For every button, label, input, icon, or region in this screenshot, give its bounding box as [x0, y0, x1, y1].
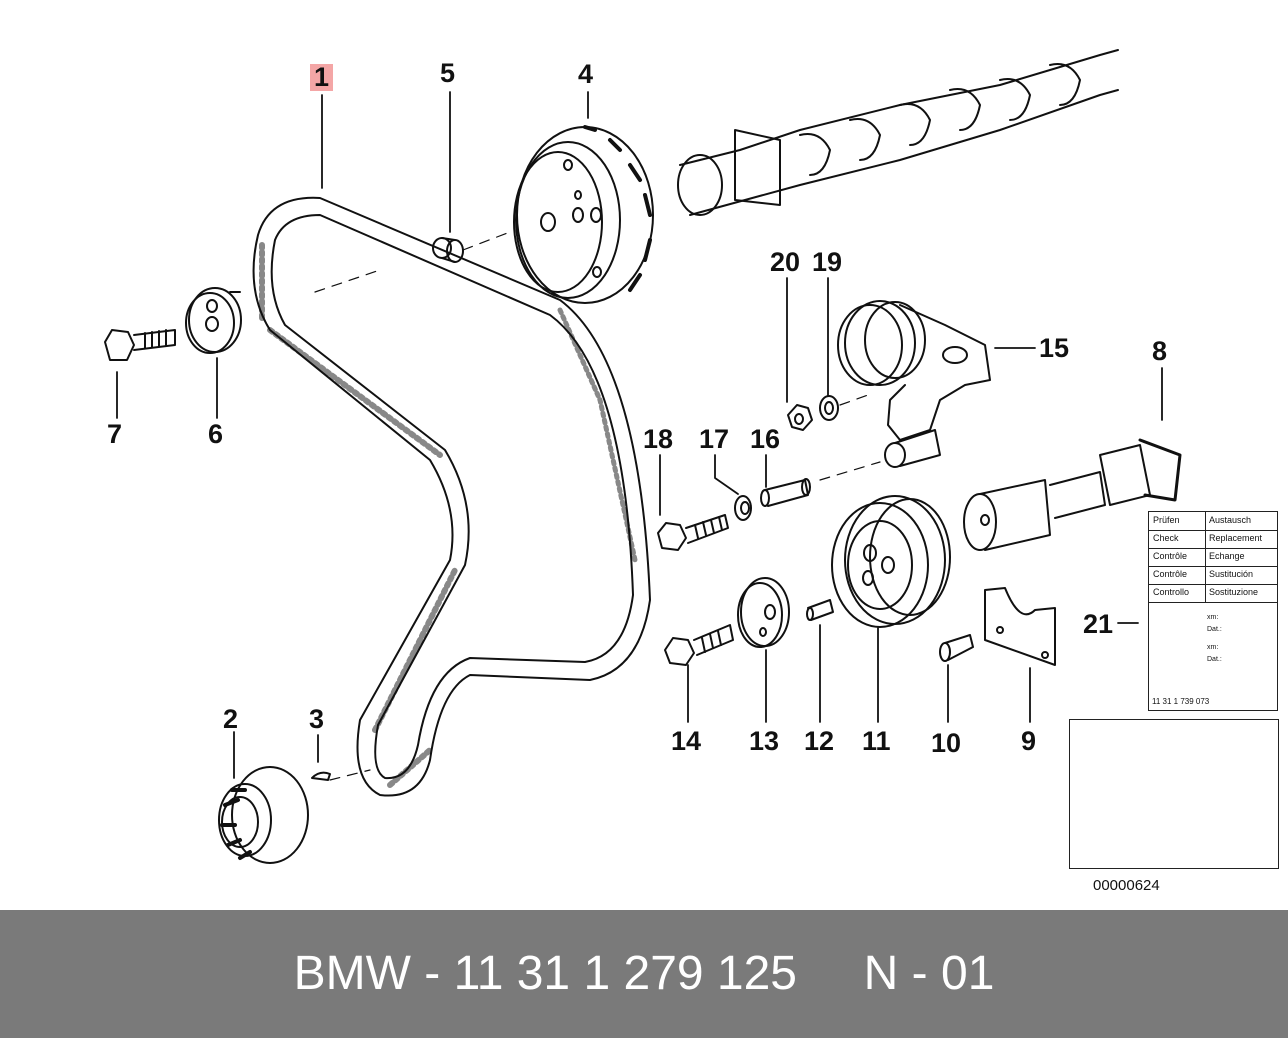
nut-twenty — [787, 404, 813, 431]
callout-8: 8 — [1152, 336, 1168, 366]
camshaft — [677, 49, 1119, 216]
footer-part-number: BMW - 11 31 1 279 125 N - 01 — [293, 947, 995, 1000]
tensioner — [837, 300, 991, 468]
legend-right: Sostituzione — [1209, 587, 1259, 597]
legend-row: Check Replacement — [1149, 530, 1277, 549]
car-inset-frame — [1069, 719, 1279, 869]
legend-right: Sustitución — [1209, 569, 1254, 579]
legend-right: Echange — [1209, 551, 1245, 561]
eccentric-washer — [737, 577, 790, 648]
callout-11: 11 — [862, 726, 891, 756]
screw-ten — [939, 634, 974, 662]
legend-xm: xm: — [1207, 644, 1219, 651]
legend-row: Contrôle Echange — [1149, 548, 1277, 567]
legend-row: Contrôle Sustitución — [1149, 566, 1277, 585]
crank-sprocket — [218, 766, 309, 864]
washer-seventeen — [734, 495, 752, 521]
intermediate-shaft — [963, 438, 1182, 551]
callout-20: 20 — [770, 247, 801, 277]
legend-row: Prüfen Austausch — [1149, 512, 1277, 531]
callout-18: 18 — [643, 424, 674, 454]
service-label: Prüfen Austausch Check Replacement Contrôl… — [1148, 511, 1278, 711]
legend-part-number: 11 31 1 739 073 — [1152, 697, 1210, 706]
callout-6: 6 — [208, 419, 224, 449]
callout-13: 13 — [749, 726, 780, 756]
pin-sixteen — [760, 461, 881, 507]
leader-lines — [116, 91, 1163, 779]
bolt-seven — [104, 329, 176, 361]
legend-xm: xm: — [1207, 614, 1219, 621]
bolt-fourteen — [664, 624, 734, 666]
legend-right: Replacement — [1209, 533, 1263, 543]
spacer-sleeve — [432, 231, 511, 263]
legend-date: Dat.: — [1207, 656, 1222, 663]
dowel-pin — [806, 599, 834, 621]
washer-nineteen — [819, 394, 869, 421]
callout-21: 21 — [1083, 609, 1114, 639]
bolt-eighteen — [657, 514, 729, 551]
legend-left: Prüfen — [1153, 515, 1180, 525]
legend-left: Contrôle — [1153, 551, 1188, 561]
callout-15: 15 — [1039, 333, 1070, 363]
callout-17: 17 — [699, 424, 730, 454]
callout-12: 12 — [804, 726, 835, 756]
legend-left: Controllo — [1153, 587, 1190, 597]
legend-date: Dat.: — [1207, 626, 1222, 633]
washer-six — [185, 287, 242, 354]
callout-5: 5 — [440, 58, 456, 88]
callout-16: 16 — [750, 424, 781, 454]
camshaft-sprocket — [513, 125, 654, 304]
callout-19: 19 — [812, 247, 843, 277]
callout-7: 7 — [107, 419, 123, 449]
callout-3: 3 — [309, 704, 325, 734]
legend-row: Controllo Sostituzione — [1149, 584, 1277, 603]
callout-9: 9 — [1021, 726, 1037, 756]
callout-14: 14 — [671, 726, 702, 756]
legend-right: Austausch — [1209, 515, 1252, 525]
legend-left: Check — [1153, 533, 1179, 543]
idler-pulley — [831, 495, 951, 628]
timing-belt — [252, 196, 651, 797]
reference-code: 00000624 — [1093, 877, 1160, 894]
plate-nine — [984, 587, 1056, 666]
callout-1: 1 — [310, 64, 334, 91]
woodruff-key — [311, 769, 371, 781]
footer-bar: BMW - 11 31 1 279 125 N - 01 — [0, 910, 1288, 1038]
callout-10: 10 — [931, 728, 962, 758]
callout-4: 4 — [578, 59, 594, 89]
legend-left: Contrôle — [1153, 569, 1188, 579]
callout-2: 2 — [223, 704, 239, 734]
